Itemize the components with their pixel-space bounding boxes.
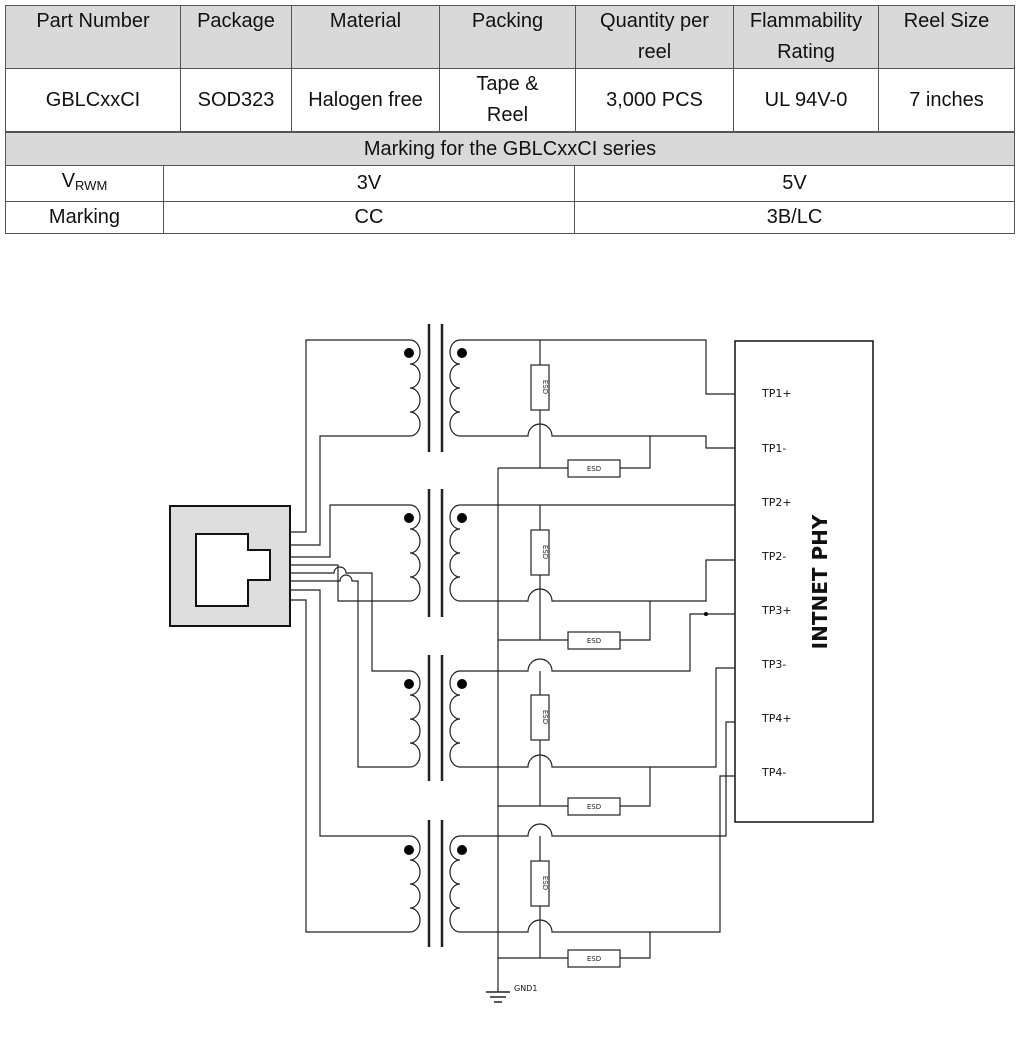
transformer-3	[404, 655, 467, 781]
esd-label-h4: ESD	[587, 955, 601, 963]
cell-packing-line2: Reel	[486, 104, 529, 126]
marking-table: Marking for the GBLCxxCI series VRWM 3V …	[4, 132, 1016, 234]
header-part-number: Part Number	[5, 5, 181, 69]
marking-title-row: Marking for the GBLCxxCI series	[4, 132, 1016, 166]
cell-flammability: UL 94V-0	[733, 68, 879, 132]
cell-part-number: GBLCxxCI	[5, 68, 181, 132]
esd-label-v3: ESD	[541, 710, 549, 724]
pin-tp3-minus: TP3-	[761, 658, 786, 671]
vrwm-label-sub: RWM	[75, 178, 108, 193]
esd-label-h2: ESD	[587, 637, 601, 645]
marking-value-3blc: 3B/LC	[573, 201, 1016, 234]
marking-title: Marking for the GBLCxxCI series	[4, 132, 1016, 166]
cell-reel-size: 7 inches	[878, 68, 1015, 132]
vrwm-value-3v: 3V	[163, 165, 575, 202]
transformer-1	[404, 324, 467, 452]
phy-block: INTNET PHY	[734, 340, 874, 823]
header-packing: Packing	[439, 5, 576, 69]
phy-pins: TP1+ TP1- TP2+ TP2- TP3+ TP3- TP4+ TP4-	[761, 387, 792, 779]
marking-label: Marking	[5, 201, 164, 234]
esd-horizontal-1: ESD	[567, 459, 621, 478]
esd-horizontal-2: ESD	[567, 631, 621, 650]
esd-horizontal-3: ESD	[567, 797, 621, 816]
ground-bus: GND1	[486, 468, 537, 1003]
esd-vertical-4: ESD	[530, 860, 550, 907]
header-flammability-line2: Rating	[777, 41, 835, 63]
vrwm-value-5v: 5V	[573, 165, 1016, 202]
esd-label-h1: ESD	[587, 465, 601, 473]
pin-tp4-plus: TP4+	[761, 712, 792, 725]
pin-tp2-minus: TP2-	[761, 550, 786, 563]
primary-wiring	[290, 339, 410, 933]
cell-packing-line1: Tape &	[476, 73, 539, 95]
cell-quantity: 3,000 PCS	[575, 68, 734, 132]
transformer-2	[404, 489, 467, 617]
gnd-label: GND1	[514, 984, 537, 993]
pin-tp1-plus: TP1+	[761, 387, 792, 400]
cell-material: Halogen free	[291, 68, 440, 132]
header-flammability-line1: Flammability	[749, 10, 863, 32]
secondary-wiring-1	[460, 339, 735, 469]
header-quantity-line1: Quantity per	[600, 10, 709, 32]
header-reel-size: Reel Size	[878, 5, 1015, 69]
vrwm-label-main: V	[61, 170, 76, 192]
spec-data-row: GBLCxxCI SOD323 Halogen free Tape & Reel…	[5, 68, 1015, 132]
transformer-4	[404, 820, 467, 947]
secondary-wiring-2	[460, 504, 735, 641]
header-quantity: Quantity per reel	[575, 5, 734, 69]
marking-value-cc: CC	[163, 201, 575, 234]
esd-vertical-1: ESD	[530, 364, 550, 411]
esd-label-v4: ESD	[541, 876, 549, 890]
cell-package: SOD323	[180, 68, 292, 132]
pin-tp3-plus: TP3+	[761, 604, 792, 617]
esd-vertical-3: ESD	[530, 694, 550, 741]
pin-tp2-plus: TP2+	[761, 496, 792, 509]
vrwm-row: VRWM 3V 5V	[5, 165, 1016, 202]
esd-label-v2: ESD	[541, 545, 549, 559]
cell-packing: Tape & Reel	[439, 68, 576, 132]
pin-tp1-minus: TP1-	[761, 442, 786, 455]
spec-header-row: Part Number Package Material Packing Qua…	[5, 5, 1015, 69]
phy-label: INTNET PHY	[808, 514, 832, 649]
header-quantity-line2: reel	[637, 41, 672, 63]
esd-horizontal-4: ESD	[567, 949, 621, 968]
marking-row: Marking CC 3B/LC	[5, 201, 1016, 234]
secondary-wiring-4	[460, 721, 735, 959]
spec-table: Part Number Package Material Packing Qua…	[5, 5, 1015, 132]
esd-label-h3: ESD	[587, 803, 601, 811]
esd-label-v1: ESD	[541, 380, 549, 394]
esd-vertical-2: ESD	[530, 529, 550, 576]
secondary-wiring-3	[460, 612, 735, 807]
rj45-connector	[169, 505, 291, 627]
pin-tp4-minus: TP4-	[761, 766, 786, 779]
